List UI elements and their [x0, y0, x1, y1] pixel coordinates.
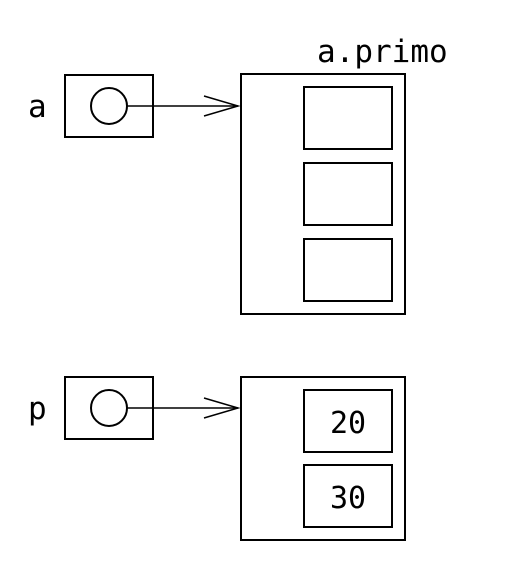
structure-p-cell-1: [303, 389, 393, 453]
variable-a-pointer-circle: [90, 87, 128, 125]
structure-p-cell-1-value: 20: [330, 406, 366, 441]
variable-p-pointer-circle: [90, 389, 128, 427]
variable-p-label: p: [28, 391, 47, 427]
structure-a-primo-title: a.primo: [317, 34, 448, 70]
structure-a-primo-frame: [240, 73, 406, 315]
structure-a-primo-cell-2: [303, 162, 393, 226]
structure-a-primo: a.primo: [240, 34, 448, 315]
structure-p-cell-2-value: 30: [330, 481, 366, 516]
structure-p: 20 30: [240, 376, 406, 541]
variable-a-label: a: [28, 89, 47, 125]
structure-p-frame: [240, 376, 406, 541]
structure-a-primo-cell-1: [303, 86, 393, 150]
structure-a-primo-cell-3: [303, 238, 393, 302]
variable-p: p: [28, 376, 241, 440]
variable-a: a: [28, 74, 241, 138]
variable-p-arrowhead: [203, 397, 241, 419]
structure-p-cell-2: [303, 464, 393, 528]
variable-a-arrowhead: [203, 95, 241, 117]
